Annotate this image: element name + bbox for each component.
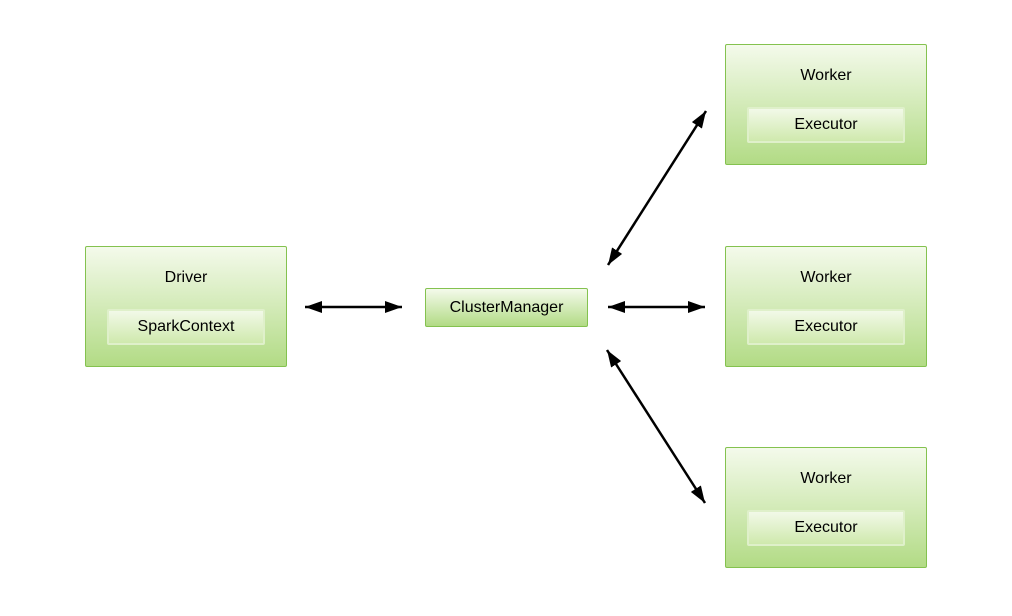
node-driver: Driver SparkContext	[85, 246, 287, 367]
node-sparkcontext: SparkContext	[107, 309, 265, 345]
node-executor-1-label: Executor	[794, 116, 858, 133]
node-executor-2: Executor	[747, 309, 905, 345]
node-executor-3-label: Executor	[794, 519, 858, 536]
node-worker-1: Worker Executor	[725, 44, 927, 165]
node-executor-1: Executor	[747, 107, 905, 143]
node-worker-2: Worker Executor	[725, 246, 927, 367]
node-worker-2-label: Worker	[800, 269, 852, 286]
node-sparkcontext-label: SparkContext	[137, 318, 235, 335]
node-executor-3: Executor	[747, 510, 905, 546]
node-executor-2-label: Executor	[794, 318, 858, 335]
node-worker-1-label: Worker	[800, 67, 852, 84]
arrow-clustermanager-worker-1	[606, 110, 708, 266]
arrow-clustermanager-worker-3	[605, 349, 707, 504]
node-driver-label: Driver	[164, 269, 208, 286]
node-worker-3: Worker Executor	[725, 447, 927, 568]
node-clustermanager: ClusterManager	[425, 288, 588, 327]
node-worker-3-label: Worker	[800, 470, 852, 487]
node-clustermanager-label: ClusterManager	[449, 298, 564, 316]
